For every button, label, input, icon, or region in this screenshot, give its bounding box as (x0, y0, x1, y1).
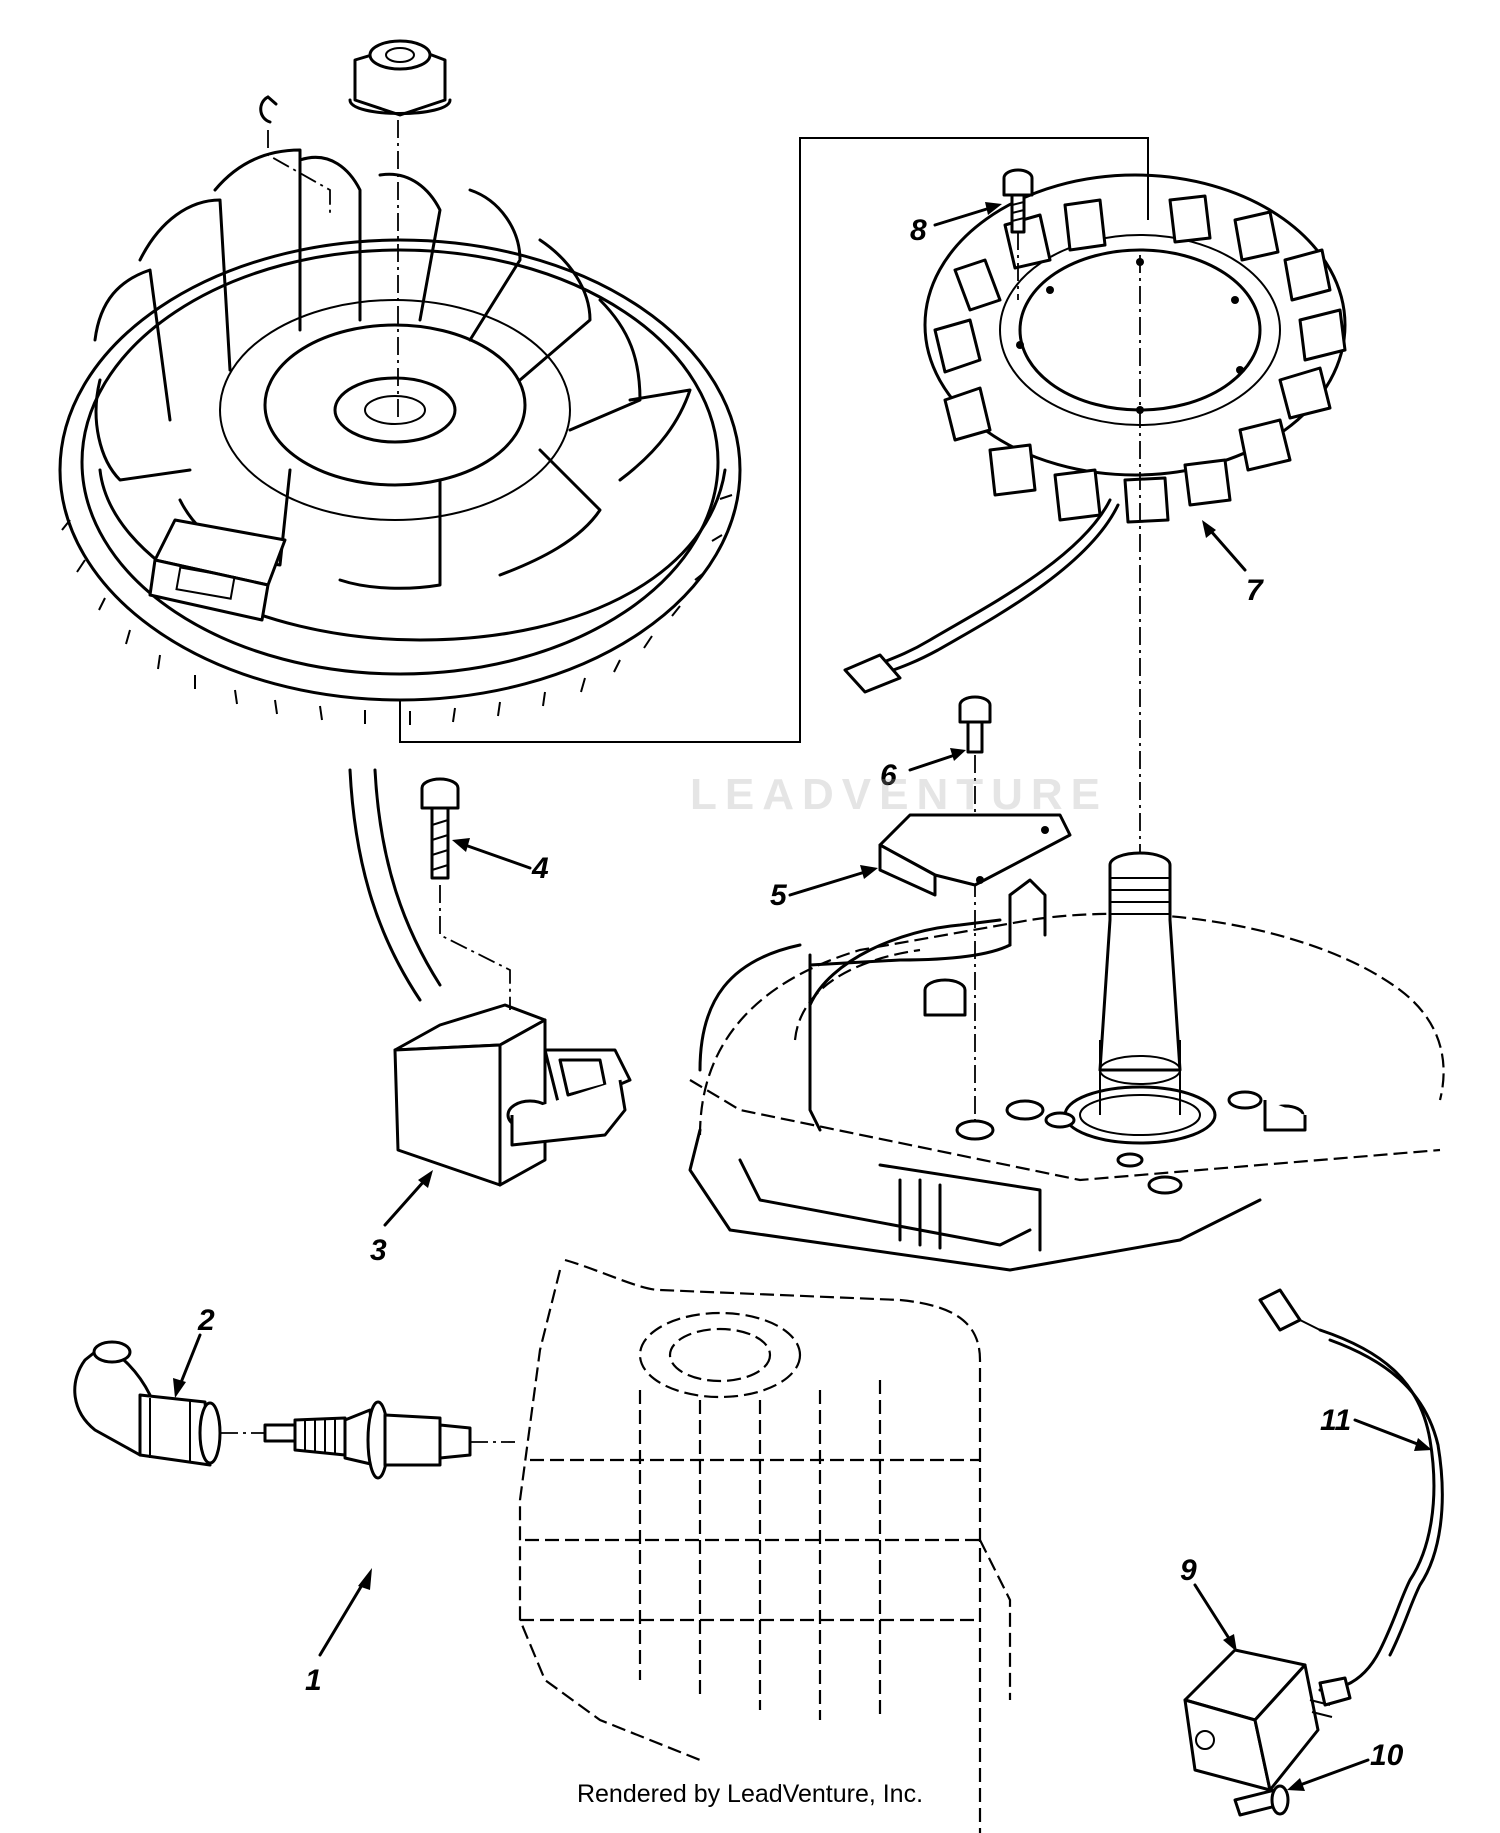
callout-8: 8 (910, 214, 927, 247)
flywheel-nut (348, 39, 452, 117)
flywheel (58, 148, 742, 725)
engine-block (518, 1258, 1012, 1833)
callout-5: 5 (770, 879, 788, 912)
spark-plug (263, 1400, 472, 1480)
bolt-4 (420, 777, 460, 880)
screw-8 (1002, 168, 1034, 234)
callout-9: 9 (1180, 1554, 1197, 1587)
callout-1: 1 (305, 1664, 322, 1697)
bolt-6 (958, 695, 992, 754)
crankcase (688, 851, 1445, 1272)
callout-4: 4 (531, 852, 549, 885)
callout-10: 10 (1370, 1739, 1404, 1772)
wire-harness (1258, 1288, 1444, 1707)
screw-10 (1233, 1784, 1290, 1817)
callout-11: 11 (1320, 1404, 1351, 1437)
bracket-5 (878, 813, 1072, 897)
stator (843, 173, 1347, 694)
ignition-module (348, 768, 632, 1187)
callout-7: 7 (1246, 574, 1264, 607)
rectifier-module (1183, 1648, 1333, 1792)
spark-plug-boot (73, 1340, 222, 1467)
clip-part (259, 95, 278, 124)
callout-6: 6 (880, 759, 897, 792)
callout-arrows (173, 202, 1432, 1791)
callout-3: 3 (370, 1234, 387, 1267)
render-credit: Rendered by LeadVenture, Inc. (576, 1780, 924, 1808)
watermark-text: LEADVENTURE (690, 770, 1109, 819)
callout-2: 2 (197, 1304, 215, 1337)
